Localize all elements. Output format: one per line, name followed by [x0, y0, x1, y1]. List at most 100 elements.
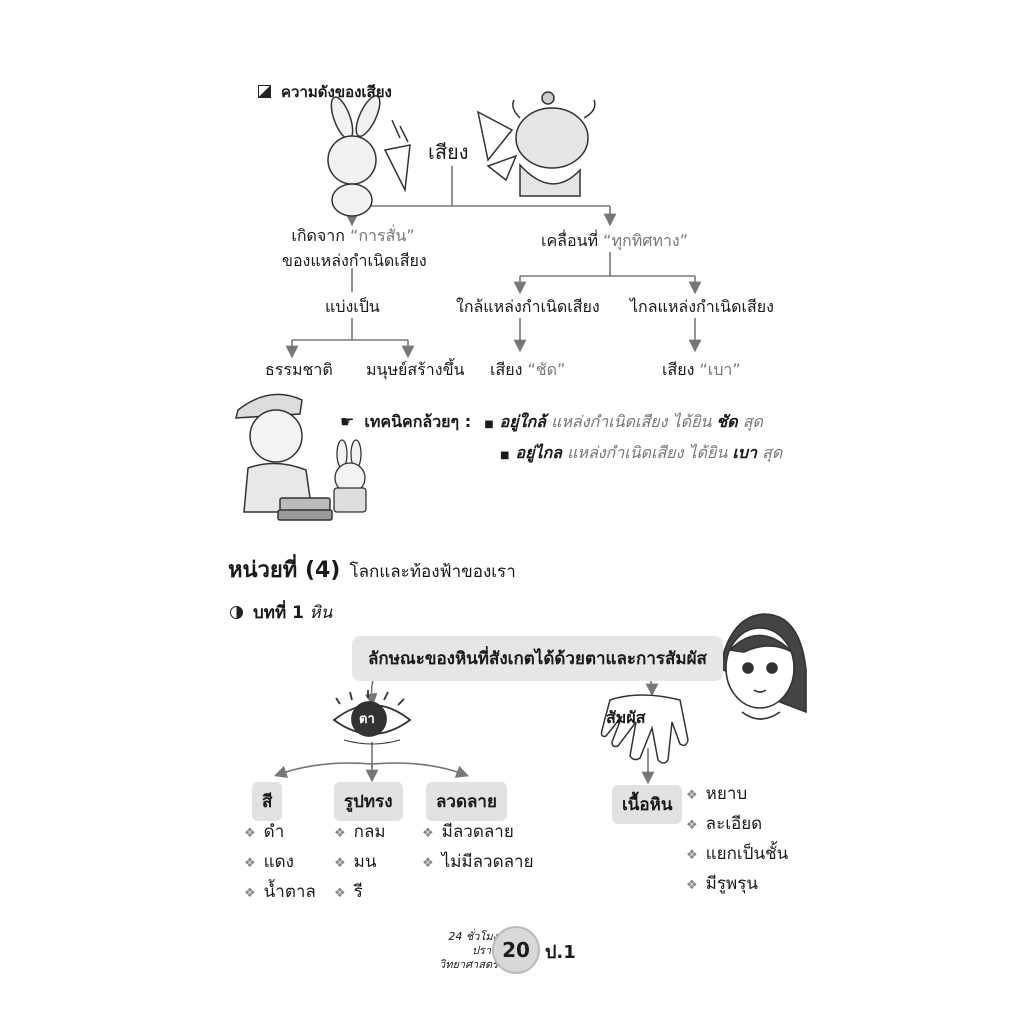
- category-shape: รูปทรง: [334, 782, 403, 821]
- list-item-text: แยกเป็นชั้น: [705, 844, 789, 864]
- diamond-bullet-icon: ❖: [686, 878, 698, 893]
- tip-line-1: ☛ เทคนิคกล้วยๆ : ■ อยู่ใกล้ แหล่งกำเนิดเสี…: [340, 410, 763, 435]
- pointing-hand-icon: ☛: [340, 412, 355, 431]
- left-branch-label: เกิดจาก “การสั่น” ของแหล่งกำเนิดเสียง: [282, 224, 427, 274]
- half-circle-icon: [230, 606, 243, 619]
- list-item: ❖ รี: [334, 878, 386, 908]
- reading-rabbit-illustration: [333, 439, 367, 513]
- tip2-d: สุด: [762, 443, 783, 462]
- texture-list: ❖ หยาบ ❖ละเอียด ❖ แยกเป็นชั้น ❖ มีรูพรุน: [686, 780, 788, 900]
- eye-label: ตา: [359, 712, 375, 727]
- diamond-bullet-icon: ❖: [422, 856, 434, 871]
- natural-label: ธรรมชาติ: [265, 360, 333, 379]
- left-branch-line2: ของแหล่งกำเนิดเสียง: [282, 251, 427, 270]
- list-item-text: กลม: [353, 822, 386, 842]
- category-texture: เนื้อหิน: [612, 785, 683, 824]
- color-list: ❖ ดำ ❖ แดง ❖น้ำตาล: [244, 818, 316, 908]
- result-far: เสียง “เบา”: [662, 358, 741, 383]
- right-branch-prefix: เคลื่อนที่: [541, 231, 599, 250]
- diamond-bullet-icon: ❖: [334, 826, 346, 841]
- square-bullet-icon: [258, 85, 271, 98]
- result-near-prefix: เสียง: [490, 360, 523, 379]
- list-item: ❖ มีรูพรุน: [686, 870, 788, 900]
- tip-label: เทคนิคกล้วยๆ :: [364, 412, 472, 431]
- tip2-b: แหล่งกำเนิดเสียง ได้ยิน: [567, 443, 728, 462]
- diamond-bullet-icon: ❖: [334, 856, 346, 871]
- diamond-bullet-icon: ❖: [334, 886, 346, 901]
- book-title: 24 ชั่วโมง ปราบ วิทยาศาสตร์: [420, 930, 498, 972]
- shape-list: ❖ กลม ❖ มน ❖ รี: [334, 818, 386, 908]
- result-near-quote: “ชัด”: [527, 360, 566, 379]
- book-title-line3: วิทยาศาสตร์: [439, 958, 498, 971]
- buffalo-illustration: [476, 91, 596, 197]
- unit-number: หน่วยที่ (4): [228, 558, 341, 583]
- far-source-label: ไกลแหล่งกำเนิดเสียง: [630, 297, 774, 316]
- unit-title: หน่วยที่ (4) โลกและท้องฟ้าของเรา: [228, 552, 516, 587]
- divide-label: แบ่งเป็น: [325, 297, 380, 316]
- result-near: เสียง “ชัด”: [490, 358, 565, 383]
- lesson-title: บทที่ 1 หิน: [230, 599, 332, 626]
- list-item-text: แดง: [263, 852, 294, 872]
- diamond-bullet-icon: ❖: [244, 856, 256, 871]
- list-item: ❖ มีลวดลาย: [422, 818, 534, 848]
- list-item: ❖ แดง: [244, 848, 316, 878]
- tip1-a: อยู่ใกล้: [499, 412, 546, 431]
- list-item-text: มีลวดลาย: [441, 822, 514, 842]
- list-item: ❖ ดำ: [244, 818, 316, 848]
- book-title-line1: 24 ชั่วโมง: [448, 930, 498, 943]
- category-pattern: ลวดลาย: [426, 782, 507, 821]
- tip2-a: อยู่ไกล: [515, 443, 562, 462]
- list-item: ❖ หยาบ: [686, 780, 788, 810]
- left-branch-quote: “การสั่น”: [350, 226, 415, 245]
- list-item-text: หยาบ: [705, 784, 748, 804]
- section-heading-text: ความดังของเสียง: [281, 83, 392, 101]
- tip2-c: เบา: [732, 443, 757, 462]
- rock-diagram-header: ลักษณะของหินที่สังเกตได้ด้วยตาและการสัมผ…: [352, 636, 723, 681]
- book-title-line2: ปราบ: [471, 944, 498, 957]
- man-made-label: มนุษย์สร้างขึ้น: [366, 360, 465, 379]
- hand-illustration: [600, 694, 689, 764]
- tip-line-2: ■ อยู่ไกล แหล่งกำเนิดเสียง ได้ยิน เบา สุด: [500, 441, 782, 466]
- result-far-prefix: เสียง: [662, 360, 695, 379]
- list-item: ❖น้ำตาล: [244, 878, 316, 908]
- square-bullet-icon: ■: [500, 450, 510, 461]
- rabbit-illustration: [327, 95, 411, 217]
- diamond-bullet-icon: ❖: [686, 818, 698, 833]
- diamond-bullet-icon: ❖: [686, 848, 698, 863]
- result-far-quote: “เบา”: [699, 360, 741, 379]
- boy-illustration: [235, 393, 333, 521]
- list-item: ❖ แยกเป็นชั้น: [686, 840, 788, 870]
- grade-label: ป.1: [545, 942, 576, 963]
- lesson-name: หิน: [309, 603, 333, 623]
- list-item: ❖ละเอียด: [686, 810, 788, 840]
- tip1-d: สุด: [742, 412, 763, 431]
- list-item-text: ดำ: [263, 822, 285, 842]
- sound-root-label: เสียง: [428, 140, 469, 164]
- list-item: ❖ กลม: [334, 818, 386, 848]
- diamond-bullet-icon: ❖: [244, 826, 256, 841]
- diamond-bullet-icon: ❖: [244, 886, 256, 901]
- diamond-bullet-icon: ❖: [686, 788, 698, 803]
- left-branch-prefix: เกิดจาก: [291, 226, 345, 245]
- lesson-label: บทที่ 1: [253, 603, 304, 623]
- category-color: สี: [252, 782, 283, 821]
- list-item-text: รี: [353, 882, 363, 902]
- section-heading: ความดังของเสียง: [258, 80, 392, 104]
- list-item: ❖ ไม่มีลวดลาย: [422, 848, 534, 878]
- tip1-b: แหล่งกำเนิดเสียง ได้ยิน: [551, 412, 712, 431]
- diamond-bullet-icon: ❖: [422, 826, 434, 841]
- touch-label: สัมผัส: [606, 708, 646, 727]
- right-branch-quote: “ทุกทิศทาง”: [603, 231, 689, 250]
- list-item-text: มีรูพรุน: [705, 874, 758, 894]
- near-source-label: ใกล้แหล่งกำเนิดเสียง: [456, 297, 600, 316]
- eye-illustration: [332, 690, 412, 745]
- tip1-c: ชัด: [716, 412, 738, 431]
- right-branch-label: เคลื่อนที่ “ทุกทิศทาง”: [541, 229, 688, 254]
- list-item: ❖ มน: [334, 848, 386, 878]
- page-number: 20: [492, 926, 540, 974]
- square-bullet-icon: ■: [484, 419, 494, 430]
- list-item-text: ไม่มีลวดลาย: [441, 852, 534, 872]
- girl-illustration: [719, 613, 807, 720]
- list-item-text: มน: [353, 852, 377, 872]
